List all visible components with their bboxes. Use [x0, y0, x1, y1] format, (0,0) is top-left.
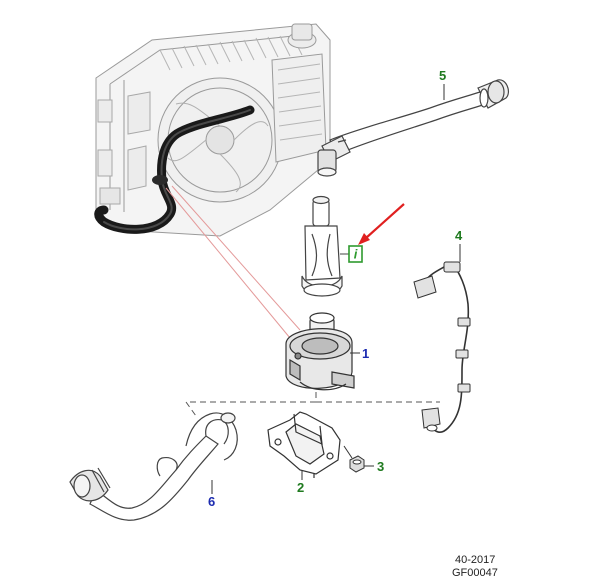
info-marker-label: i [354, 247, 358, 262]
callout-1: 1 [362, 346, 369, 361]
bypass-hose [301, 195, 343, 297]
diagram-footer: 40-2017 GF00047 [452, 554, 498, 576]
part-2-mounting-bracket [267, 411, 341, 478]
part-5-upper-hose [317, 79, 510, 177]
part-6-lower-hose [69, 412, 238, 521]
callout-4: 4 [455, 228, 463, 243]
part-4-wiring-harness [413, 261, 471, 433]
info-marker[interactable]: i [348, 245, 363, 263]
callout-3: 3 [377, 459, 384, 474]
callout-labels: 1 2 3 4 5 6 [208, 68, 463, 509]
radiator-fan-assembly [95, 23, 331, 237]
part-3-bolt [343, 445, 365, 473]
part-1-water-pump [285, 312, 355, 391]
callout-2: 2 [297, 480, 304, 495]
reference-leader-lines [165, 185, 301, 339]
red-pointer-arrow [358, 203, 405, 245]
radiator-coolant-hose [94, 105, 255, 234]
callout-5: 5 [439, 68, 446, 83]
footer-date: 40-2017 [455, 554, 495, 566]
assembly-dashed-lines [185, 392, 440, 417]
footer-code: GF00047 [452, 567, 498, 576]
callout-6: 6 [208, 494, 215, 509]
